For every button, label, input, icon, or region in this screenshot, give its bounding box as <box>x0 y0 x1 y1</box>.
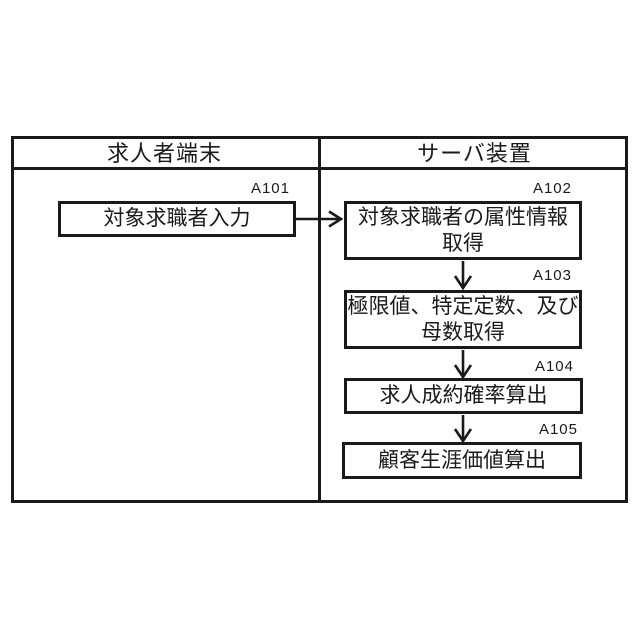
process-box-a103-text-line1: 極限値、特定定数、及び <box>347 294 579 318</box>
process-box-a105-text: 顧客生涯価値算出 <box>378 448 546 472</box>
column-header-server-device: サーバ装置 <box>417 141 532 166</box>
column-header-recruiter-terminal: 求人者端末 <box>106 141 222 166</box>
step-label-a105: A105 <box>538 421 578 438</box>
process-box-a102-text-line1: 対象求職者の属性情報 <box>358 205 568 229</box>
step-label-a103: A103 <box>532 267 572 284</box>
step-label-a102: A102 <box>532 180 572 197</box>
step-label-a101: A101 <box>250 180 290 197</box>
process-box-a104: 求人成約確率算出 <box>344 378 583 414</box>
process-box-a102-text-line2: 取得 <box>442 231 484 255</box>
process-box-a104-text: 求人成約確率算出 <box>379 384 548 407</box>
process-box-a101: 対象求職者入力 <box>58 201 296 237</box>
column-divider-line <box>318 136 321 503</box>
process-box-a105: 顧客生涯価値算出 <box>342 442 582 479</box>
process-box-a101-text: 対象求職者入力 <box>103 207 251 230</box>
process-box-a102: 対象求職者の属性情報 取得 <box>344 201 582 260</box>
process-box-a103: 極限値、特定定数、及び 母数取得 <box>344 290 582 349</box>
process-box-a103-text-line2: 母数取得 <box>421 320 505 344</box>
step-label-a104: A104 <box>534 358 574 375</box>
